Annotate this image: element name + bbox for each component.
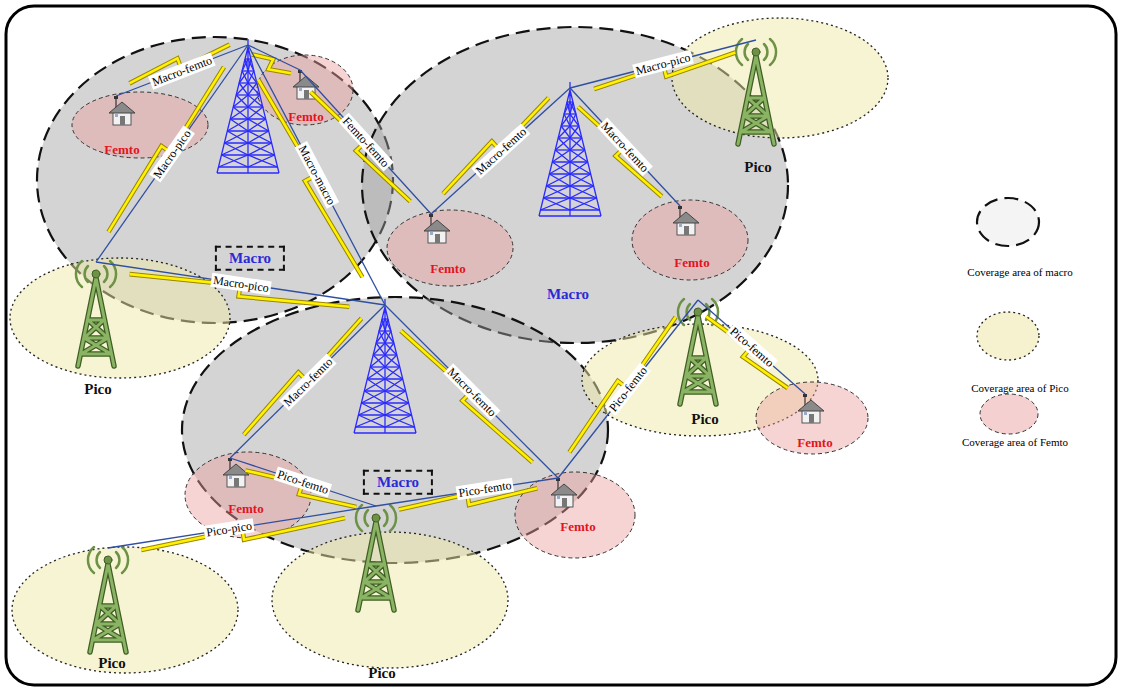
- femto-coverage: Femto: [754, 380, 870, 456]
- pico-tower: [728, 40, 784, 146]
- pico-tower: [348, 506, 404, 612]
- link-connector: [570, 88, 680, 206]
- legend-holder: Coverage area of macro: [1020, 268, 1122, 286]
- pico-label: Pico: [368, 665, 396, 682]
- femto-house: [423, 214, 451, 244]
- link-connector: [116, 45, 248, 96]
- femto-label: Femto: [430, 262, 465, 276]
- pico-coverage: Pico: [8, 256, 232, 380]
- femto-house: [550, 478, 578, 508]
- pico-tower: [68, 262, 124, 368]
- femto-coverage: Femto: [513, 470, 637, 560]
- pico-coverage: Pico: [270, 530, 510, 670]
- macro-label: Macro: [215, 246, 285, 271]
- legend-swatch: [975, 196, 1041, 248]
- link-connector: [698, 300, 805, 394]
- pico-label: Pico: [691, 411, 719, 428]
- femto-label: Femto: [228, 502, 263, 516]
- coverage-ellipse: [385, 208, 515, 288]
- link-connector: [385, 305, 558, 478]
- link-connector: [431, 88, 570, 214]
- macro-tower: [535, 88, 605, 218]
- pico-coverage: Pico: [10, 545, 240, 675]
- coverage-ellipse: [8, 256, 232, 380]
- femto-label: Femto: [560, 520, 595, 534]
- link-connector: [230, 305, 385, 458]
- macro-coverage: Macro Femto Femto: [360, 25, 790, 345]
- legend-swatch: [978, 392, 1040, 436]
- pico-tower: [670, 300, 726, 406]
- legend-holder: Coverage area of Femto: [1015, 438, 1121, 456]
- link-connector: [96, 45, 248, 262]
- link-connector: [376, 478, 558, 510]
- macro-tower: [350, 305, 420, 435]
- link-connector: [108, 506, 376, 550]
- link-connector: [230, 458, 376, 507]
- femto-house: [797, 394, 825, 424]
- pico-label: Pico: [744, 159, 772, 176]
- link-connector: [248, 45, 385, 305]
- legend-holder: Coverage area of Pico: [1020, 384, 1117, 402]
- femto-label: Femto: [674, 256, 709, 270]
- legend-text: Coverage area of macro: [967, 266, 1072, 278]
- macro-label: Macro: [363, 470, 433, 495]
- pico-coverage: Pico: [670, 16, 890, 140]
- legend-text: Coverage area of Pico: [971, 382, 1068, 394]
- pico-label: Pico: [84, 381, 112, 398]
- femto-label: Femto: [104, 143, 139, 157]
- legend-text: Coverage area of Femto: [962, 436, 1068, 448]
- pico-tower: [80, 548, 136, 654]
- link-connector: [558, 300, 698, 478]
- legend-swatch: [975, 310, 1041, 362]
- coverage-ellipse: [670, 16, 890, 140]
- pico-label: Pico: [98, 655, 126, 672]
- femto-coverage: Femto: [630, 198, 750, 282]
- femto-house: [108, 96, 136, 126]
- femto-coverage: Femto: [385, 208, 515, 288]
- femto-label: Femto: [288, 110, 323, 124]
- link-connector: [570, 40, 756, 89]
- macro-label: Macro: [547, 286, 589, 303]
- coverage-ellipse: [513, 470, 637, 560]
- femto-label: Femto: [797, 436, 832, 450]
- link-connector: [96, 262, 385, 307]
- femto-house: [672, 206, 700, 236]
